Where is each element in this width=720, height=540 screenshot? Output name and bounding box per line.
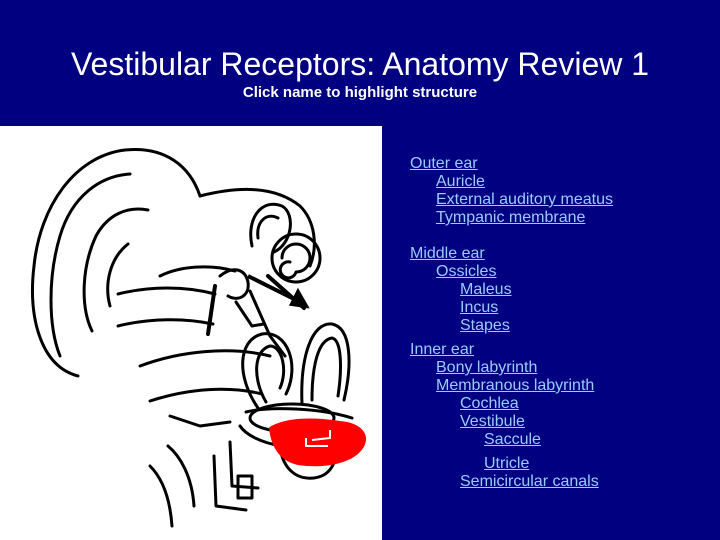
link-bony-labyrinth[interactable]: Bony labyrinth (436, 359, 538, 376)
ear-anatomy-illustration (31, 147, 367, 528)
link-outer-ear[interactable]: Outer ear (410, 155, 478, 172)
spacer (410, 227, 710, 245)
link-malleus[interactable]: Maleus (460, 281, 512, 298)
ear-canal-upper (116, 286, 217, 296)
link-cochlea[interactable]: Cochlea (460, 395, 519, 412)
ear-illustration-panel (0, 126, 382, 540)
link-stapes[interactable]: Stapes (460, 317, 510, 334)
semicircular-canal-posterior (241, 332, 294, 410)
link-middle-ear[interactable]: Middle ear (410, 245, 485, 262)
link-semicircular-canals[interactable]: Semicircular canals (460, 473, 599, 490)
semicircular-canal-anterior (300, 322, 351, 406)
ear-canal-lower (116, 318, 215, 328)
vestibule-highlight-shape (268, 418, 367, 467)
link-auricle[interactable]: Auricle (436, 173, 485, 190)
tympanic-membrane-shape (206, 284, 217, 336)
link-membranous-labyrinth[interactable]: Membranous labyrinth (436, 377, 595, 394)
link-utricle[interactable]: Utricle (484, 455, 530, 472)
link-saccule[interactable]: Saccule (484, 431, 541, 448)
slide-subtitle: Click name to highlight structure (242, 84, 478, 101)
link-tympanic-membrane[interactable]: Tympanic membrane (436, 209, 586, 226)
link-inner-ear[interactable]: Inner ear (410, 341, 475, 358)
link-external-auditory-meatus[interactable]: External auditory meatus (436, 191, 613, 208)
link-vestibule[interactable]: Vestibule (460, 413, 525, 430)
auricle-outline (31, 147, 202, 378)
link-ossicles[interactable]: Ossicles (436, 263, 497, 280)
link-incus[interactable]: Incus (460, 299, 499, 316)
slide-title: Vestibular Receptors: Anatomy Review 1 (70, 46, 650, 82)
structure-link-list: Outer ear Auricle External auditory meat… (410, 155, 710, 491)
